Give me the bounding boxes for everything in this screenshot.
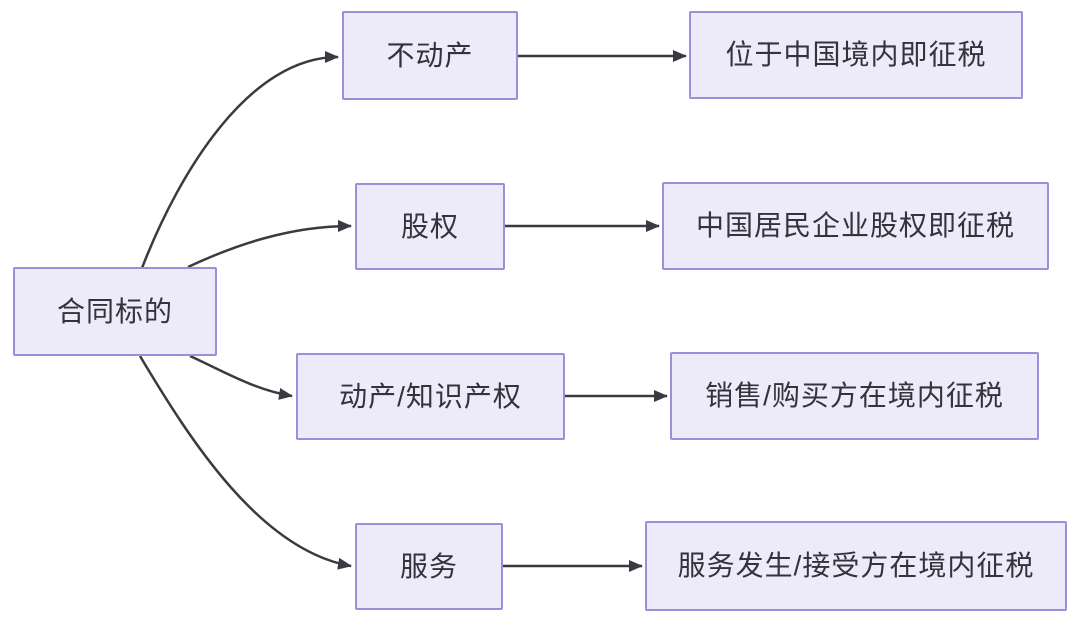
node-equity-rule: 中国居民企业股权即征税	[662, 182, 1049, 270]
node-services: 服务	[355, 523, 503, 610]
node-real-estate-rule-label: 位于中国境内即征税	[725, 39, 987, 70]
node-services-rule-label: 服务发生/接受方在境内征税	[677, 550, 1035, 581]
node-movables-ip-rule-label: 销售/购买方在境内征税	[705, 380, 1004, 411]
node-equity: 股权	[355, 183, 505, 270]
node-movables-ip: 动产/知识产权	[296, 353, 565, 440]
node-equity-rule-label: 中国居民企业股权即征税	[695, 210, 1015, 241]
node-services-label: 服务	[399, 550, 458, 582]
node-movables-ip-rule: 销售/购买方在境内征税	[670, 352, 1039, 440]
node-real-estate: 不动产	[342, 11, 518, 100]
edge-root-to-real-estate	[140, 51, 339, 269]
node-real-estate-label: 不动产	[386, 39, 474, 71]
node-contract-subject: 合同标的	[13, 267, 217, 356]
node-equity-label: 股权	[400, 210, 459, 242]
node-movables-ip-label: 动产/知识产权	[339, 380, 522, 412]
node-services-rule: 服务发生/接受方在境内征税	[645, 521, 1067, 611]
node-contract-subject-label: 合同标的	[56, 295, 173, 327]
node-real-estate-rule: 位于中国境内即征税	[689, 11, 1023, 99]
edge-root-to-equity	[187, 220, 352, 269]
edge-root-to-movables-ip	[189, 354, 293, 400]
